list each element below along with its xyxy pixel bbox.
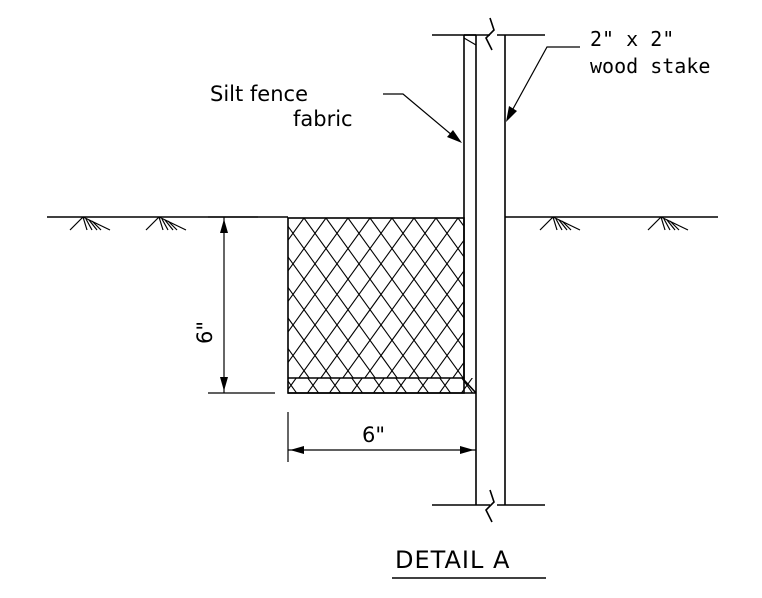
fabric-leader: [383, 93, 462, 143]
hatch-line: [40, 218, 282, 554]
trench-backfill: [0, 217, 762, 588]
hatch-line: [320, 218, 437, 378]
hatch-line: [391, 218, 464, 319]
stake-leader: [506, 46, 580, 122]
hatch-line: [0, 218, 216, 554]
hatch-line: [435, 218, 464, 258]
hatch-line: [342, 218, 459, 378]
hatch-line: [303, 218, 420, 378]
width-dimension-label: 6": [362, 423, 385, 447]
hatch-line: [612, 218, 762, 554]
hatch-line: [298, 218, 415, 378]
fabric-label-line1: Silt fence: [210, 82, 308, 106]
break-symbol-top: [485, 17, 495, 51]
hatch-line: [101, 370, 258, 588]
hatch-line: [350, 378, 363, 393]
hatch-line: [590, 218, 762, 554]
hatch-line: [394, 378, 407, 393]
hatch-line: [288, 378, 297, 391]
hatch-line: [258, 370, 415, 588]
hatch-line: [328, 378, 341, 393]
hatch-line: [0, 218, 150, 554]
hatch-line: [457, 218, 464, 228]
detail-title: DETAIL A: [395, 546, 510, 574]
hatch-line: [524, 218, 762, 554]
hatch-line: [502, 218, 744, 554]
hatch-line: [413, 218, 464, 289]
hatch-line: [288, 218, 349, 303]
hatch-line: [0, 218, 128, 554]
hatch-line: [546, 218, 762, 554]
hatch-line: [347, 218, 464, 378]
hatch-line: [369, 218, 464, 350]
silt-fence-fabric: [463, 34, 477, 505]
soil-symbol: [69, 216, 689, 231]
hatch-line: [288, 218, 393, 364]
stake-label-line1: 2" x 2": [590, 27, 674, 51]
hatch-line: [288, 218, 327, 272]
hatch-line: [0, 218, 238, 554]
hatch-line: [386, 269, 464, 378]
hatch-line: [0, 218, 194, 554]
depth-dimension: [208, 216, 275, 394]
hatch-line: [288, 225, 398, 378]
width-dimension: [287, 412, 476, 462]
hatch-line: [123, 370, 280, 588]
depth-dimension-label: 6": [193, 321, 217, 344]
hatch-line: [372, 378, 385, 393]
hatch-line: [288, 255, 376, 378]
wood-stake: [432, 34, 545, 506]
hatch-line: [500, 370, 657, 588]
stake-label-line2: wood stake: [590, 54, 710, 78]
hatch-line: [325, 218, 442, 378]
hatch-line: [364, 239, 464, 378]
hatch-line: [480, 218, 722, 554]
hatch-line: [306, 378, 319, 393]
hatch-line: [568, 218, 762, 554]
hatch-line: [288, 218, 305, 242]
hatch-line: [288, 218, 371, 333]
break-symbol-bottom: [485, 489, 495, 523]
fabric-label-line2: fabric: [293, 107, 353, 131]
hatch-line: [0, 218, 172, 554]
